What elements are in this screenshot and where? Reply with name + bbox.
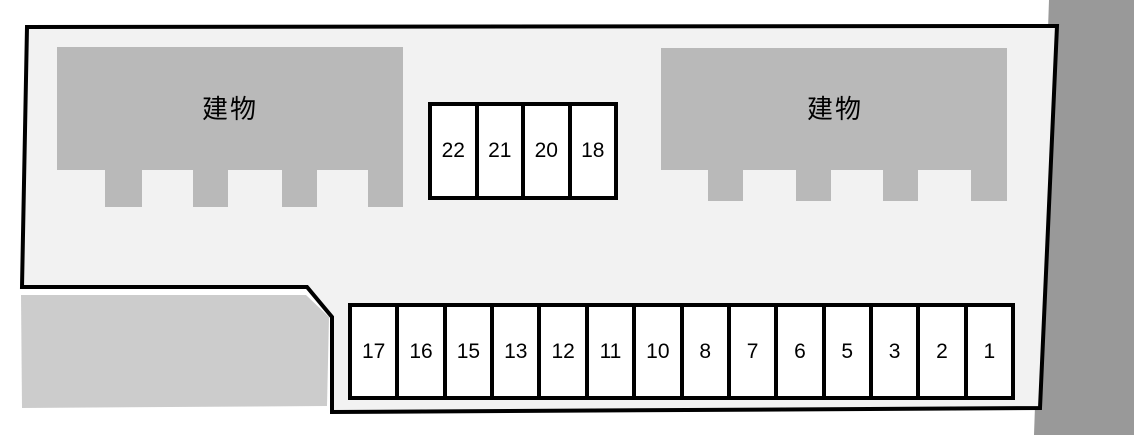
side-road-strip: [1034, 0, 1134, 435]
parking-space-12: 12: [537, 303, 589, 400]
parking-space-11: 11: [584, 303, 637, 400]
parking-space-8: 8: [679, 303, 731, 400]
parking-space-13: 13: [490, 303, 542, 400]
front-road: [21, 295, 329, 408]
parking-space-3: 3: [868, 303, 921, 400]
parking-space-22: 22: [428, 102, 479, 200]
parking-space-17: 17: [348, 303, 400, 400]
building-right-label: 建物: [806, 93, 864, 124]
parking-space-6: 6: [774, 303, 826, 400]
building-left-label: 建物: [201, 93, 259, 124]
parking-block-middle: 22 21 20 18: [428, 102, 618, 200]
parking-block-bottom: 17 16 15 13 12 11 10 8 7 6 5 3 2 1: [348, 303, 1016, 400]
parking-space-5: 5: [821, 303, 873, 400]
parking-space-15: 15: [442, 303, 495, 400]
parking-space-21: 21: [474, 102, 525, 200]
parking-space-1: 1: [963, 303, 1016, 400]
parking-space-10: 10: [632, 303, 684, 400]
parking-space-18: 18: [567, 102, 618, 200]
parking-space-16: 16: [395, 303, 447, 400]
parking-space-20: 20: [521, 102, 572, 200]
parking-space-7: 7: [726, 303, 779, 400]
building-left-shape: [57, 47, 403, 207]
building-right-shape: [661, 48, 1007, 201]
parking-space-2: 2: [916, 303, 968, 400]
